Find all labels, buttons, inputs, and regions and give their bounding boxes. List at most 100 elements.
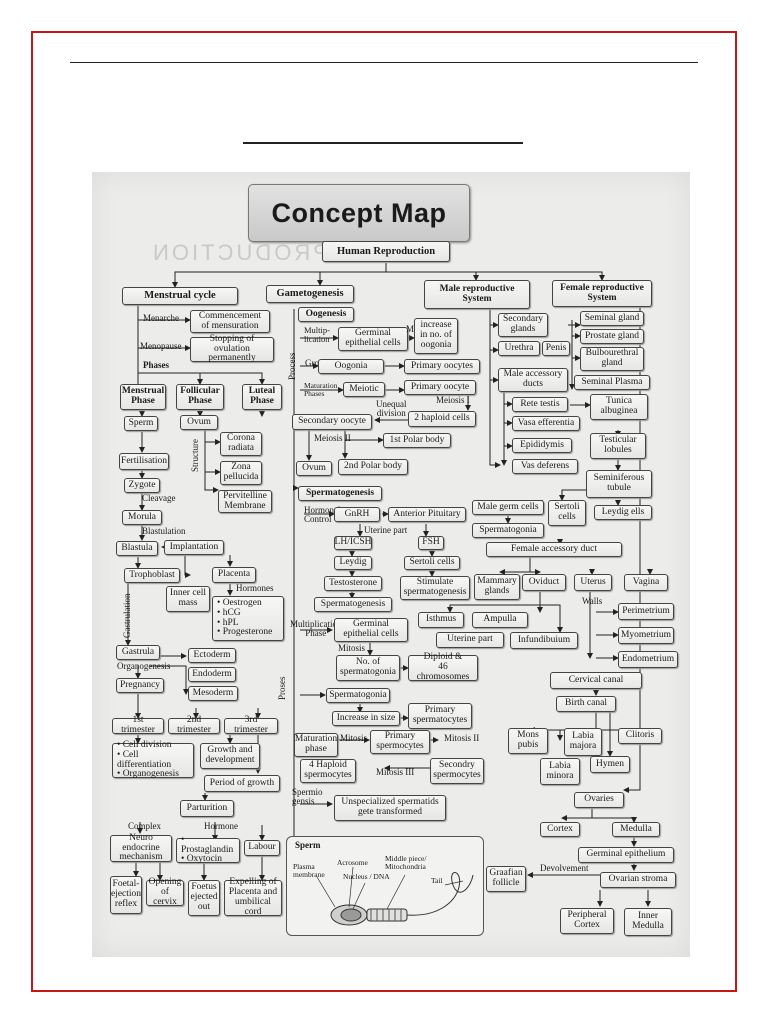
node-pervitelline-membrane: Pervitelline Membrane — [218, 490, 272, 513]
title-underline — [243, 142, 523, 144]
node-implantation: Implantation — [164, 540, 224, 555]
node-hormone-list: • Oestrogen • hCG • hPL • Progesterone — [212, 596, 284, 641]
node-penis: Penis — [542, 341, 570, 356]
node-seminal-gland: Seminal gland — [580, 311, 644, 326]
node-primary-spermocytes: Primary spermocytes — [370, 730, 430, 754]
label-walls: Walls — [582, 596, 603, 606]
node-vasa-efferentia: Vasa efferentia — [512, 416, 580, 431]
label-mitosis-sp: Mitosis — [338, 643, 366, 653]
node-growth-development: Growth and development — [200, 743, 260, 769]
node-labia-minora: Labia minora — [540, 758, 580, 785]
node-anterior-pituitary: Anterior Pituitary — [388, 507, 466, 522]
node-ovum: Ovum — [180, 415, 218, 430]
label-structure: Structure — [190, 439, 200, 472]
node-germinal-epithelium: Germinal epithelium — [578, 847, 674, 863]
node-secondary-spermocytes: Secondry spermocytes — [430, 758, 484, 784]
label-spermiogenesis: Spermio gensis — [292, 787, 323, 807]
node-cortex: Cortex — [540, 822, 580, 837]
node-leydig: Leydig — [334, 556, 372, 570]
node-ectoderm: Ectoderm — [188, 648, 236, 663]
node-oogonia: Oogonia — [318, 359, 384, 374]
node-spermatogenesis: Spermatogenesis — [298, 486, 382, 501]
node-foetus-ejected: Foetus ejected out — [188, 880, 220, 916]
node-epididymis: Epididymis — [512, 438, 572, 453]
node-secondary-oocyte: Secondary oocyte — [292, 414, 372, 430]
node-stopping-ovulation: Stopping of ovulation permanently — [190, 334, 274, 363]
label-plasma-membrane: Plasma membrane — [293, 862, 325, 879]
node-lh-icsh: LH/ICSH — [334, 536, 372, 550]
node-peripheral-cortex: Peripheral Cortex — [560, 908, 614, 934]
node-infundibulum: Infundibuium — [510, 632, 578, 649]
node-gastrula: Gastrula — [116, 645, 160, 660]
label-nucleus-dna: Nucleus / DNA — [343, 872, 390, 881]
sperm-diagram: Sperm Plasma membrane Acrosome Nucleus /… — [286, 836, 484, 936]
node-fertilisation: Fertilisation — [119, 453, 169, 470]
node-4-haploid-spermocytes: 4 Haploid spermocytes — [300, 759, 356, 783]
node-spermatogonia-male: Spermatogonia — [472, 523, 544, 538]
node-isthmus: Isthmus — [418, 612, 464, 628]
node-morula: Morula — [122, 510, 162, 525]
node-bulbourethral-gland: Bulbourethral gland — [580, 347, 644, 371]
node-mons-pubis: Mons pubis — [508, 728, 548, 754]
node-neuro-endocrine: Neuro endocrine mechanism — [110, 833, 172, 862]
node-seminiferous-tubule: Seminiferous tubule — [586, 470, 652, 498]
node-2nd-polar-body: 2nd Polar body — [338, 459, 408, 475]
node-primary-oocyte: Primary oocyte — [404, 380, 476, 395]
node-zygote: Zygote — [124, 478, 160, 493]
label-uterine-part-hormone: Uterine part — [364, 525, 408, 535]
node-leydig-cells: Leydig ells — [594, 505, 652, 520]
node-spermatogonia-gam: Spermatogonia — [326, 688, 390, 703]
node-meiotic: Meiotic — [343, 382, 385, 397]
node-birth-canal: Birth canal — [556, 696, 616, 712]
node-vas-deferens: Vas deferens — [512, 459, 578, 474]
node-germinal-epithelial-sp: Germinal epithelial cells — [334, 618, 408, 642]
node-female-reproductive-system: Female reproductive System — [552, 280, 652, 307]
header-rule — [70, 62, 698, 63]
label-complex: Complex — [128, 821, 161, 831]
node-labour: Labour — [244, 840, 280, 856]
node-opening-of-cervix: Opening of cervix — [146, 877, 184, 907]
node-germinal-epithelial-oo: Germinal epithelial cells — [338, 327, 408, 351]
label-multiplication-phase: Multiplication Phase — [290, 619, 342, 639]
node-inner-medulla: Inner Medulla — [624, 908, 672, 936]
label-phases: Phases — [143, 360, 170, 370]
label-blastulation: Blastulation — [142, 526, 186, 536]
label-gastrulation: Gastrulation — [122, 593, 132, 639]
node-rete-testis: Rete testis — [512, 397, 568, 412]
node-zona-pellucida: Zona pellucida — [220, 461, 262, 485]
node-follicular-phase: Follicular Phase — [176, 384, 224, 410]
node-oviduct: Oviduct — [522, 574, 566, 591]
node-testosterone: Testosterone — [324, 576, 382, 591]
label-mitosis-ii: Mitosis II — [444, 733, 480, 743]
node-pregnancy: Pregnancy — [116, 678, 164, 693]
label-proses: Proses — [277, 676, 287, 700]
node-mammary-glands: Mammary glands — [474, 574, 520, 600]
node-prostaglandin-oxytocin: • Prostaglandin • Oxytocin — [176, 835, 240, 864]
node-no-spermatogonia: No. of spermatogonia — [336, 655, 400, 681]
node-myometrium: Myometrium — [618, 627, 674, 644]
node-1st-trimester: 1st trimester — [112, 715, 164, 735]
label-mitosis-iii: Mitosis III — [376, 767, 415, 777]
node-secondary-glands: Secondary glands — [498, 313, 548, 337]
node-fsh: FSH — [418, 536, 444, 550]
node-spermatogenesis-result: Spermatogenesis — [314, 597, 392, 612]
node-ovaries: Ovaries — [574, 792, 624, 808]
sperm-diagram-title: Sperm — [295, 840, 321, 850]
label-middle-piece: Middle piece/ Mitochondria — [385, 854, 427, 871]
node-seminal-plasma: Seminal Plasma — [574, 375, 650, 390]
label-meiosis-2: Meiosis II — [314, 433, 351, 443]
node-cervical-canal: Cervical canal — [550, 672, 642, 689]
label-tail: Tail — [431, 876, 443, 885]
label-mitosis-i: Mitosis I — [340, 733, 373, 743]
node-unspecialized-spermatids: Unspecialized spermatids gete transforme… — [334, 795, 446, 821]
node-gametogenesis: Gametogenesis — [266, 285, 354, 303]
node-male-reproductive-system: Male reproductive System — [424, 280, 530, 309]
label-cleavage: Cleavage — [142, 493, 176, 503]
node-sertoli-cells-male: Sertoli cells — [548, 500, 586, 526]
node-menstrual-phase: Menstrual Phase — [120, 384, 166, 410]
node-urethra: Urethra — [498, 341, 540, 356]
node-sertoli-cells: Sertoli cells — [404, 556, 460, 570]
node-hymen: Hymen — [590, 756, 630, 773]
label-unequal-division: Unequal division — [376, 399, 407, 419]
